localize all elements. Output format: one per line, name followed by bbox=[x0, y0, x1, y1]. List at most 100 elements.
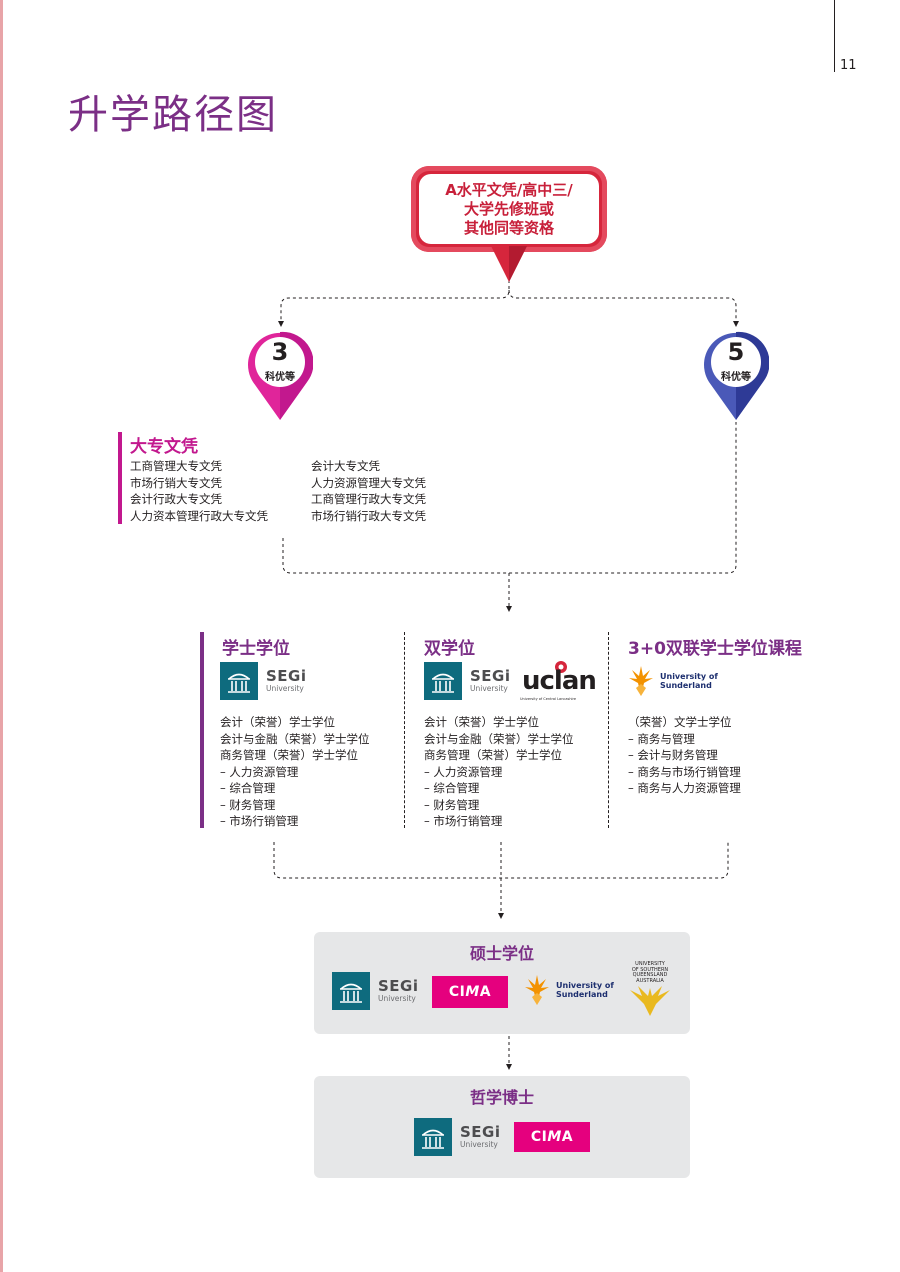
cima-middle: M bbox=[465, 984, 480, 1000]
master-title: 硕士学位 bbox=[469, 944, 534, 963]
entry-box-pointer bbox=[491, 246, 527, 282]
diploma-title: 大专文凭 bbox=[130, 437, 198, 457]
list-item: 商务管理（荣誉）学士学位 bbox=[220, 748, 358, 762]
list-item: – 综合管理 bbox=[424, 781, 480, 795]
segi-name: SEGi bbox=[460, 1123, 501, 1141]
sunderland-line2: Sunderland bbox=[556, 990, 608, 999]
usq-line4: AUSTRALIA bbox=[636, 977, 664, 984]
dual-list: 会计（荣誉）学士学位 会计与金融（荣誉）学士学位 商务管理（荣誉）学士学位 – … bbox=[424, 714, 574, 830]
sunderland-line2: Sunderland bbox=[660, 681, 712, 690]
cima-suffix: A bbox=[479, 984, 492, 1000]
cima-middle: M bbox=[547, 1129, 562, 1145]
segi-sub: University bbox=[378, 994, 416, 1003]
list-item: – 商务与管理 bbox=[628, 731, 695, 746]
pin-number: 5 bbox=[727, 338, 745, 366]
segi-building-icon bbox=[424, 662, 462, 700]
uclan-logo: uclan University of Central Lancashire bbox=[520, 660, 597, 704]
diploma-list-col1: 工商管理大专文凭 市场行销大专文凭 会计行政大专文凭 人力资本管理行政大专文凭 bbox=[130, 458, 268, 524]
column-divider bbox=[404, 632, 405, 828]
segi-name: SEGi bbox=[470, 667, 511, 685]
bachelor-list: 会计（荣誉）学士学位 会计与金融（荣誉）学士学位 商务管理（荣誉）学士学位 – … bbox=[220, 714, 370, 830]
segi-sub: University bbox=[460, 1140, 498, 1149]
list-item: 会计（荣誉）学士学位 bbox=[424, 715, 539, 729]
list-item: 人力资本管理行政大专文凭 bbox=[130, 508, 268, 523]
list-item: 会计大专文凭 bbox=[311, 459, 380, 473]
cima-prefix: CI bbox=[448, 984, 466, 1000]
bachelor-title: 学士学位 bbox=[222, 639, 290, 659]
sunderland-line1: University of bbox=[556, 981, 614, 990]
list-item: 工商管理行政大专文凭 bbox=[311, 492, 426, 506]
sunderland-flame-icon bbox=[525, 975, 549, 1005]
usq-logo: UNIVERSITY OF SOUTHERN QUEENSLAND AUSTRA… bbox=[626, 961, 674, 1018]
list-item: 商务管理（荣誉）学士学位 bbox=[424, 748, 562, 762]
usq-phoenix-icon bbox=[630, 986, 670, 1016]
list-item: – 财务管理 bbox=[424, 797, 480, 812]
usq-line1: UNIVERSITY bbox=[635, 961, 665, 967]
entry-line: A水平文凭/高中三/ bbox=[445, 180, 573, 199]
pin-5-credits: 5 科优等 bbox=[703, 330, 769, 422]
usq-wordmark: UNIVERSITY OF SOUTHERN QUEENSLAND AUSTRA… bbox=[626, 961, 674, 984]
pin-label: 科优等 bbox=[265, 372, 295, 383]
list-item: （荣誉）文学士学位 bbox=[628, 715, 732, 729]
entry-line: 大学先修班或 bbox=[463, 199, 554, 218]
list-item: 人力资源管理大专文凭 bbox=[311, 475, 426, 490]
list-item: – 市场行销管理 bbox=[424, 814, 503, 828]
list-item: 工商管理大专文凭 bbox=[130, 459, 222, 473]
segi-building-icon bbox=[220, 662, 258, 700]
location-pin-icon bbox=[248, 331, 313, 420]
pin-3-credits: 3 科优等 bbox=[247, 330, 313, 422]
list-item: 市场行销行政大专文凭 bbox=[311, 508, 426, 523]
threeplus-list: （荣誉）文学士学位 – 商务与管理 – 会计与财务管理 – 商务与市场行销管理 … bbox=[628, 714, 741, 797]
page-title: 升学路径图 bbox=[68, 92, 278, 138]
diploma-accent-bar bbox=[118, 432, 122, 524]
segi-name: SEGi bbox=[378, 977, 419, 995]
list-item: – 财务管理 bbox=[220, 797, 276, 812]
segi-building-icon bbox=[414, 1118, 452, 1156]
segi-sub: University bbox=[266, 684, 304, 693]
cima-prefix: CI bbox=[530, 1129, 548, 1145]
list-item: – 市场行销管理 bbox=[220, 814, 299, 828]
list-item: – 综合管理 bbox=[220, 781, 276, 795]
location-pin-icon bbox=[704, 331, 769, 420]
entry-line: 其他同等资格 bbox=[463, 218, 554, 237]
page-number-rule bbox=[834, 0, 835, 72]
phd-title: 哲学博士 bbox=[469, 1088, 534, 1107]
segi-sub: University bbox=[470, 684, 508, 693]
entry-requirements-text: A水平文凭/高中三/ 大学先修班或 其他同等资格 bbox=[419, 174, 599, 244]
segi-building-icon bbox=[332, 972, 370, 1010]
list-item: – 人力资源管理 bbox=[220, 764, 299, 779]
uclan-name: uclan bbox=[522, 666, 597, 696]
pin-label: 科优等 bbox=[721, 372, 751, 383]
list-item: – 商务与市场行销管理 bbox=[628, 764, 741, 779]
list-item: 市场行销大专文凭 bbox=[130, 475, 222, 490]
list-item: 会计与金融（荣誉）学士学位 bbox=[220, 731, 370, 746]
usq-line2: OF SOUTHERN bbox=[631, 966, 669, 973]
list-item: 会计与金融（荣誉）学士学位 bbox=[424, 731, 574, 746]
uclan-rose-icon bbox=[555, 661, 567, 673]
page-edge-stripe bbox=[0, 0, 3, 1272]
uclan-sub: University of Central Lancashire bbox=[520, 697, 577, 701]
sunderland-line1: University of bbox=[660, 672, 718, 681]
list-item: 会计行政大专文凭 bbox=[130, 492, 222, 506]
pin-number: 3 bbox=[271, 338, 289, 366]
segi-name: SEGi bbox=[266, 667, 307, 685]
phd-box bbox=[314, 1076, 690, 1178]
list-item: 会计（荣誉）学士学位 bbox=[220, 715, 335, 729]
list-item: – 人力资源管理 bbox=[424, 764, 503, 779]
usq-line3: QUEENSLAND bbox=[632, 972, 668, 978]
list-item: – 会计与财务管理 bbox=[628, 748, 718, 762]
diploma-list-col2: 会计大专文凭 人力资源管理大专文凭 工商管理行政大专文凭 市场行销行政大专文凭 bbox=[311, 458, 426, 524]
dual-title: 双学位 bbox=[424, 639, 475, 659]
bachelor-accent-bar bbox=[200, 632, 204, 828]
column-divider bbox=[608, 632, 609, 828]
page-number: 11 bbox=[840, 58, 857, 73]
threeplus-title: 3+0双联学士学位课程 bbox=[628, 639, 802, 659]
